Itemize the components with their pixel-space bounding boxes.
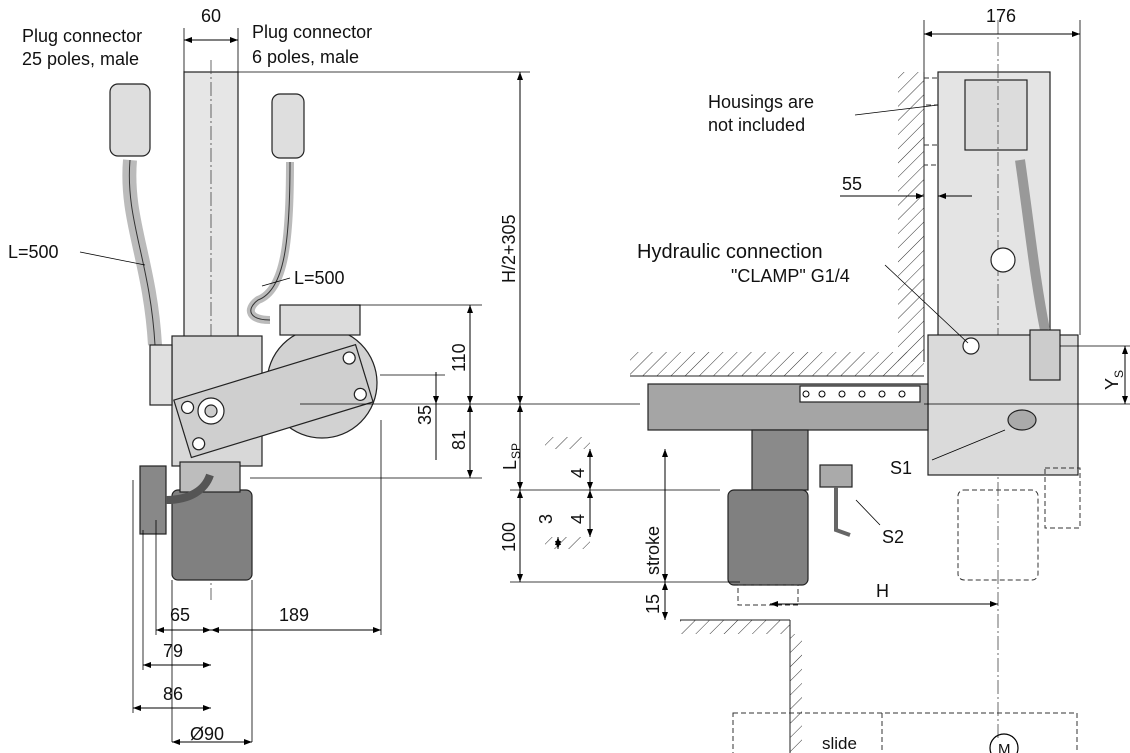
s2-label: S2 <box>882 527 904 547</box>
dim-3: 3 <box>536 514 556 524</box>
hydraulic-line2: "CLAMP" G1/4 <box>731 266 850 286</box>
dim-lsp-main: L <box>500 460 520 470</box>
dim-79: 79 <box>163 641 183 661</box>
dim-60: 60 <box>201 6 221 26</box>
plug25-line1: Plug connector <box>22 26 142 46</box>
cable-right <box>246 161 294 324</box>
motor-symbol <box>989 733 1019 753</box>
annotations: Plug connector 25 poles, male Plug conne… <box>8 6 1126 753</box>
dim-35: 35 <box>415 405 435 425</box>
dim-15: 15 <box>643 594 663 614</box>
dim-86: 86 <box>163 684 183 704</box>
plug25-line2: 25 poles, male <box>22 49 139 69</box>
clamp-arm <box>173 343 374 459</box>
legend-m: M <box>998 741 1011 753</box>
dim-189: 189 <box>279 605 309 625</box>
legend-slide: slide <box>822 734 857 753</box>
dim-ys-sub: S <box>1112 370 1126 378</box>
rail-holes <box>802 390 906 398</box>
hatched-wall <box>898 72 924 362</box>
cable-right-label: L=500 <box>294 268 345 288</box>
dim-4b: 4 <box>568 514 588 524</box>
dim-lsp: L SP <box>500 443 523 470</box>
side-clamp <box>139 465 167 535</box>
piston-block <box>751 429 809 491</box>
plug6-line1: Plug connector <box>252 22 372 42</box>
plug6-line2: 6 poles, male <box>252 47 359 67</box>
dim-ys-main: Y <box>1102 378 1122 390</box>
dim-d90: Ø90 <box>190 724 224 744</box>
dim-81: 81 <box>449 430 469 450</box>
plug-25-poles <box>109 83 151 157</box>
lower-cylinder <box>171 489 253 581</box>
housings-line2: not included <box>708 115 805 135</box>
cable-left <box>122 159 162 346</box>
dim-65: 65 <box>170 605 190 625</box>
left-view <box>79 28 640 745</box>
dim-100: 100 <box>499 522 519 552</box>
dim-4a: 4 <box>568 468 588 478</box>
dim-110: 110 <box>449 343 469 372</box>
plug-6-poles <box>271 93 305 159</box>
dim-h: H <box>876 581 889 601</box>
cable-left-label: L=500 <box>8 242 59 262</box>
dim-lsp-sub: SP <box>509 443 523 459</box>
stroke-label: stroke <box>643 526 663 575</box>
s1-label: S1 <box>890 458 912 478</box>
dim-h2-305: H/2+305 <box>499 214 519 283</box>
motor-top-box <box>279 304 361 336</box>
dim-55: 55 <box>842 174 862 194</box>
hydraulic-line1: Hydraulic connection <box>637 241 823 263</box>
housings-line1: Housings are <box>708 92 814 112</box>
dim-ys: Y S <box>1102 370 1126 390</box>
dim-176: 176 <box>986 6 1016 26</box>
legend-box <box>732 712 1078 753</box>
right-view <box>510 20 1130 753</box>
